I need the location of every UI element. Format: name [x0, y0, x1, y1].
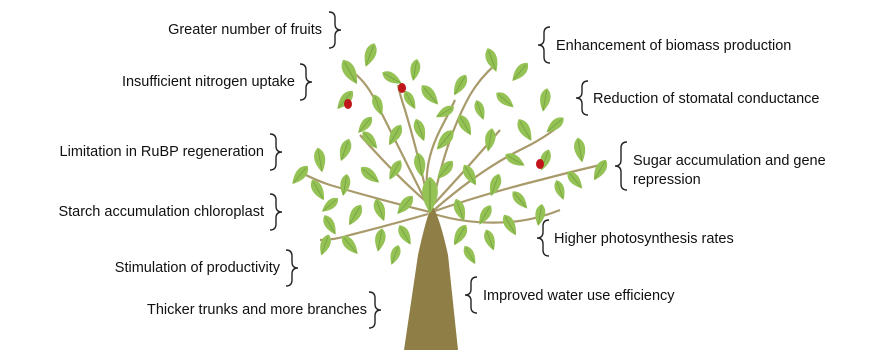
right-brace-icon — [369, 292, 381, 328]
left-brace-icon — [538, 27, 550, 63]
left-brace-icon — [537, 220, 549, 256]
left-brace-icon — [465, 277, 477, 313]
left-brace-icon — [576, 81, 588, 115]
right-brace-icon — [270, 194, 282, 230]
right-brace-icon — [270, 134, 282, 170]
right-brace-icon — [300, 64, 312, 100]
right-brace-icon — [329, 12, 341, 48]
right-brace-icon — [286, 250, 298, 286]
left-brace-icon — [615, 142, 627, 190]
